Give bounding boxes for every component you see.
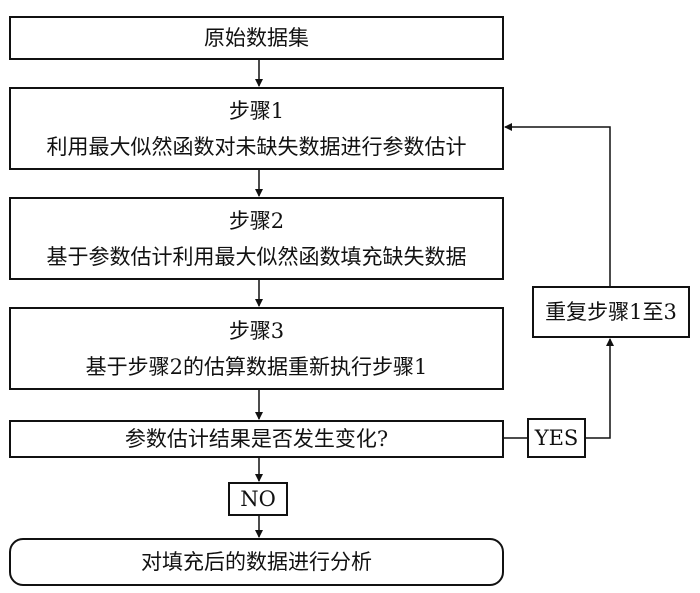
node-decision-text: 参数估计结果是否发生变化? [124, 427, 389, 451]
node-yes-text: YES [534, 426, 579, 450]
arrow-yes-to-repeat [585, 338, 614, 439]
node-no: NO [228, 482, 288, 516]
node-repeat: 重复步骤1至3 [532, 286, 690, 338]
node-end: 对填充后的数据进行分析 [9, 538, 504, 586]
node-step3: 步骤3 基于步骤2的估算数据重新执行步骤1 [9, 307, 504, 390]
node-step2-title: 步骤2 [228, 208, 285, 233]
node-no-text: NO [240, 487, 276, 511]
node-step1-title: 步骤1 [228, 98, 285, 123]
node-yes: YES [527, 418, 586, 458]
node-decision: 参数估计结果是否发生变化? [9, 420, 504, 458]
node-start-text: 原始数据集 [204, 26, 309, 50]
node-step1: 步骤1 利用最大似然函数对未缺失数据进行参数估计 [9, 87, 504, 170]
node-step1-text: 利用最大似然函数对未缺失数据进行参数估计 [46, 134, 467, 159]
node-start: 原始数据集 [9, 16, 504, 60]
node-step3-text: 基于步骤2的估算数据重新执行步骤1 [85, 354, 428, 379]
node-step2: 步骤2 基于参数估计利用最大似然函数填充缺失数据 [9, 197, 504, 280]
node-repeat-text: 重复步骤1至3 [545, 300, 677, 324]
node-end-text: 对填充后的数据进行分析 [141, 550, 372, 574]
arrow-repeat-to-step1 [504, 123, 611, 286]
node-step2-text: 基于参数估计利用最大似然函数填充缺失数据 [46, 244, 467, 269]
node-step3-title: 步骤3 [228, 318, 285, 343]
